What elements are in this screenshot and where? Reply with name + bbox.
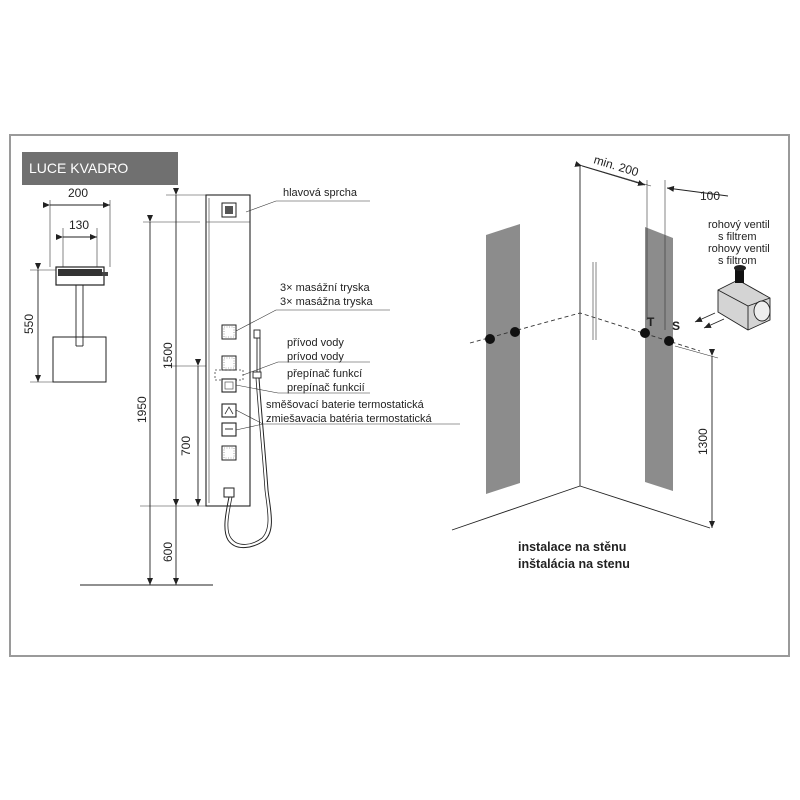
function-switch [221, 378, 237, 393]
top-width-dim: 200 [68, 186, 88, 200]
top-depth-dim: 550 [22, 314, 36, 334]
product-title: LUCE KVADRO [29, 160, 128, 176]
wall-install-view: min. 200 100 T S 1300 [451, 152, 771, 531]
upper-height-dim: 1500 [161, 342, 175, 369]
label-t: T [647, 315, 655, 329]
wall-stripe-left [486, 224, 520, 494]
hand-shower-holder [253, 329, 261, 339]
total-height-dim: 1950 [135, 396, 149, 423]
label-s: S [672, 319, 680, 333]
label-jets-cz: 3× masážní tryska [280, 282, 370, 294]
head-shower-top [52, 336, 107, 383]
label-mixer-cz: směšovací baterie termostatická [266, 399, 425, 411]
connection-point [485, 334, 495, 344]
valve-label-cz-1: rohový ventil [708, 219, 770, 231]
connection-point [510, 327, 520, 337]
panel-top-fill [58, 269, 102, 276]
floor-height-dim: 600 [161, 542, 175, 562]
angle-valve-icon [717, 265, 771, 331]
side-view: 1950 1500 700 600 [80, 188, 460, 586]
connection-point-t [640, 328, 650, 338]
wall-stripe-right [645, 227, 673, 491]
mixer-height-dim: 700 [179, 436, 193, 456]
label-head-shower: hlavová sprcha [283, 187, 358, 199]
head-shower [221, 202, 237, 218]
label-water-inlet-cz: přívod vody [287, 337, 344, 349]
caption-sk: inštalácia na stenu [518, 557, 630, 571]
min-distance-dim: min. 200 [592, 152, 640, 179]
install-height-dim: 1300 [696, 428, 710, 455]
valve-label-cz-2: s filtrem [718, 231, 757, 243]
label-switch-sk: prepínač funkcií [287, 382, 365, 394]
offset-dim: 100 [700, 189, 720, 203]
valve-label-sk-2: s filtrom [718, 255, 757, 267]
massage-jet [221, 445, 237, 461]
thermostatic-mixer [221, 403, 237, 418]
top-inner-dim: 130 [69, 218, 89, 232]
hose-outlet [223, 487, 235, 498]
top-view: 200 130 550 [22, 186, 111, 383]
massage-jet [221, 324, 237, 340]
shower-hose [224, 377, 272, 548]
label-jets-sk: 3× masážna tryska [280, 296, 374, 308]
diagram-frame [9, 134, 790, 657]
label-switch-cz: přepínač funkcí [287, 368, 362, 380]
valve-label-sk-1: rohovy ventil [708, 243, 770, 255]
label-mixer-sk: zmiešavacia batéria termostatická [266, 413, 433, 425]
caption-cz: instalace na stěnu [518, 540, 626, 554]
label-water-inlet-sk: prívod vody [287, 351, 344, 363]
title-box [22, 152, 178, 185]
connection-point-s [664, 336, 674, 346]
